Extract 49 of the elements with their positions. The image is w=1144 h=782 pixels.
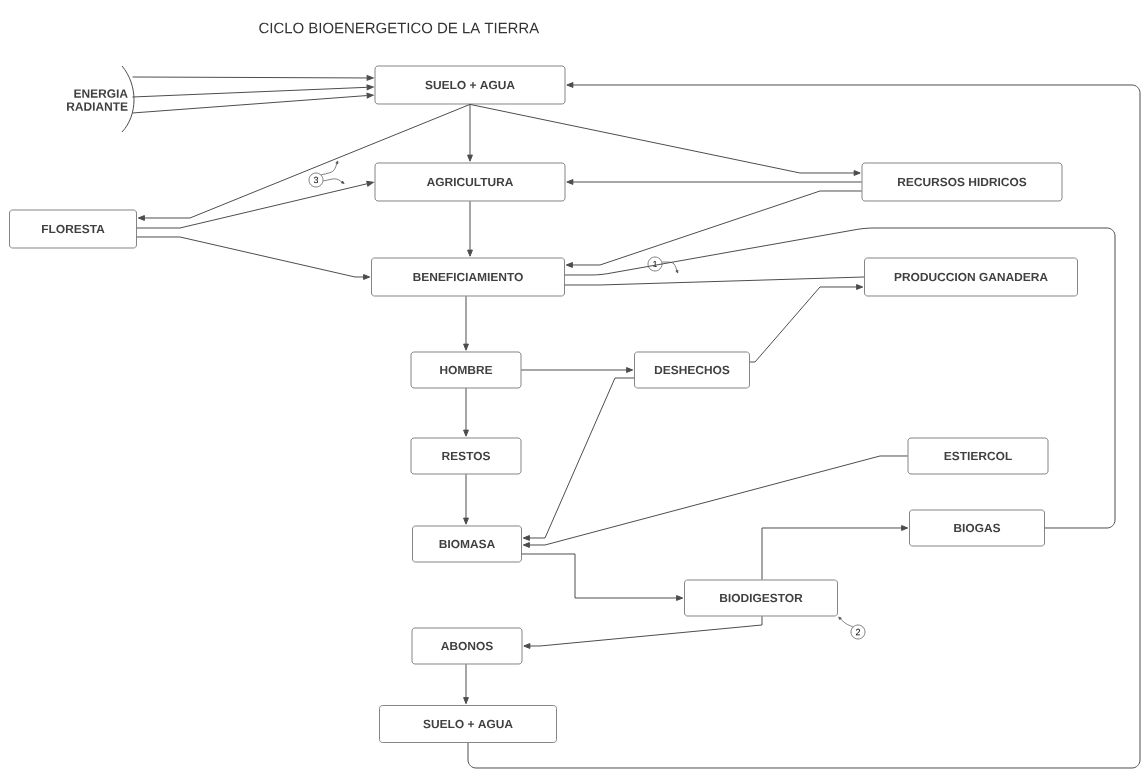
arrow [463, 473, 469, 525]
arrow [521, 553, 684, 601]
connector-line [564, 227, 1116, 529]
process-box: RECURSOS HIDRICOS [861, 162, 1063, 202]
process-box: BIOMASA [412, 525, 522, 563]
arrow [136, 236, 371, 280]
process-box: PRODUCCION GANADERA [864, 257, 1078, 297]
arrow [467, 200, 473, 257]
arrow [463, 295, 469, 351]
arrow [523, 615, 763, 649]
arrow [132, 84, 374, 98]
process-box: BIOGAS [909, 509, 1045, 547]
process-box: SUELO + AGUA [374, 65, 566, 105]
arrow [136, 180, 374, 229]
arrow [137, 103, 471, 221]
arrow [132, 75, 374, 81]
connector-line [564, 276, 865, 286]
arrow [749, 284, 864, 363]
process-box: HOMBRE [410, 351, 522, 389]
arrow [467, 82, 1141, 769]
callout-number: 2 [850, 624, 866, 640]
leader-line [323, 178, 345, 184]
title: CICLO BIOENERGETICO DE LA TIERRA [259, 22, 540, 34]
arrow [463, 387, 469, 437]
leader-line [838, 616, 854, 628]
leader-line [320, 160, 339, 176]
arrow [522, 377, 635, 541]
arrow [469, 103, 861, 176]
energy-label: ENERGIA RADIANTE [67, 89, 128, 111]
leader-line [662, 261, 679, 274]
arrow [565, 190, 863, 268]
arrow [761, 525, 909, 581]
process-box: DESHECHOS [634, 351, 750, 389]
process-box: AGRICULTURA [374, 162, 566, 202]
callout-number: 1 [647, 256, 663, 272]
process-box: FLORESTA [9, 209, 137, 249]
process-box: RESTOS [410, 437, 522, 475]
process-box: BIODIGESTOR [684, 579, 838, 617]
process-box: SUELO + AGUA [379, 705, 557, 743]
arrow [132, 92, 374, 114]
process-box: ABONOS [411, 627, 523, 665]
process-box: ESTIERCOL [907, 437, 1049, 475]
arrow [566, 179, 863, 185]
callout-number: 3 [308, 172, 324, 188]
arrow [463, 663, 469, 705]
arrow [520, 367, 634, 373]
arrow [522, 455, 909, 548]
arrow [467, 103, 473, 162]
process-box: BENEFICIAMIENTO [371, 257, 565, 297]
